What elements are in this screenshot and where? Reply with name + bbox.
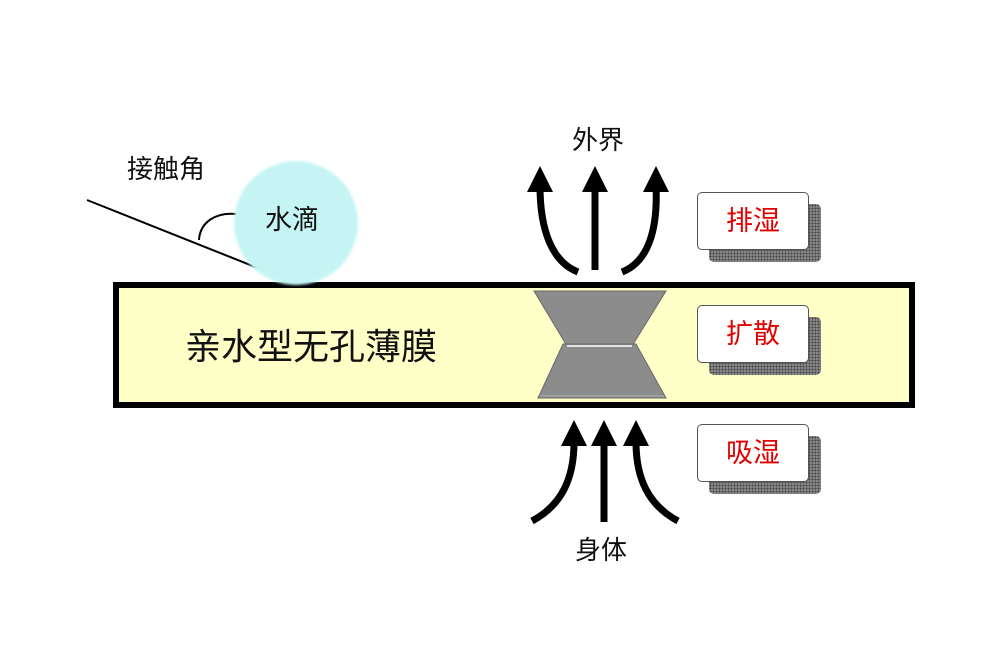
outward-arrowheads <box>527 166 669 192</box>
contact-angle-label: 接触角 <box>127 155 206 185</box>
water-drop <box>234 161 358 285</box>
membrane-label: 亲水型无孔薄膜 <box>185 327 438 368</box>
membrane-pore <box>533 290 667 399</box>
diffuse-tag-text: 扩散 <box>726 318 780 350</box>
exhaust-tag-text: 排湿 <box>726 205 780 237</box>
outward-arrows <box>536 185 660 276</box>
absorb-tag-text: 吸湿 <box>726 437 780 469</box>
absorb-tag: 吸湿 <box>697 424 809 482</box>
inward-arrowheads <box>561 420 649 446</box>
diffuse-tag: 扩散 <box>697 305 809 363</box>
outside-label: 外界 <box>572 126 625 156</box>
contact-angle-arc <box>198 212 237 241</box>
inward-arrows <box>530 441 680 525</box>
exhaust-tag: 排湿 <box>697 192 809 250</box>
body-label: 身体 <box>575 536 628 566</box>
water-drop-label: 水滴 <box>265 205 319 236</box>
